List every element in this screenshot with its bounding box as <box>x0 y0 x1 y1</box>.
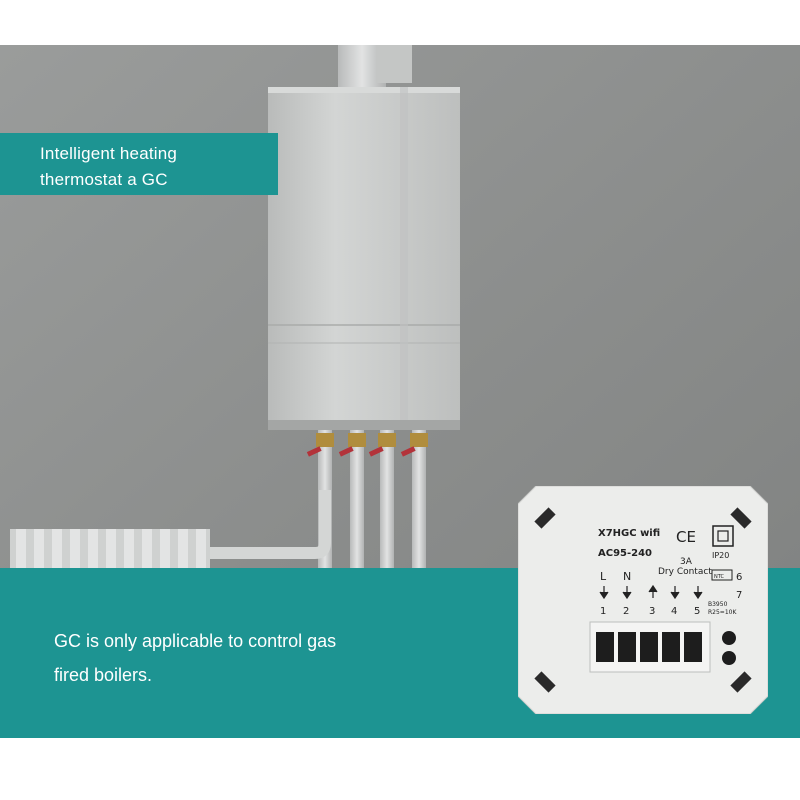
sensor-b-label: B3950 <box>708 601 728 608</box>
terminal-6-label: 6 <box>736 572 742 583</box>
arrow-down-icon <box>670 586 680 600</box>
gas-boiler <box>268 87 460 430</box>
headline-text: Intelligent heating thermostat a GC <box>40 141 177 193</box>
headline-banner: Intelligent heating thermostat a GC <box>0 133 278 195</box>
mount-clip-icon <box>534 671 556 693</box>
thermostat-module: X7HGC wifi AC95-240 CE IP20 3A Dry Conta… <box>517 485 769 715</box>
ip-rating-label: IP20 <box>712 551 729 560</box>
headline-line-2: thermostat a GC <box>40 170 168 189</box>
terminal-7-label: 7 <box>736 590 742 601</box>
voltage-label: AC95-240 <box>598 548 652 559</box>
terminal-4-label: 4 <box>671 606 677 617</box>
headline-line-1: Intelligent heating <box>40 144 178 163</box>
sensor-terminal <box>722 651 736 665</box>
ce-mark-icon: CE <box>676 528 696 546</box>
terminal-5-label: 5 <box>694 606 700 617</box>
arrow-down-icon <box>622 586 632 600</box>
double-insulation-icon <box>712 525 734 547</box>
dry-contact-label: Dry Contact <box>658 567 712 577</box>
terminal-block <box>589 621 736 673</box>
model-label: X7HGC wifi <box>598 528 660 539</box>
arrow-down-icon <box>693 586 703 600</box>
terminal-1-label: 1 <box>600 606 606 617</box>
note-line-1: GC is only applicable to control gas <box>54 631 337 651</box>
current-label: 3A <box>680 557 693 567</box>
note-text: GC is only applicable to control gas fir… <box>54 624 474 692</box>
terminal-2-label: 2 <box>623 606 629 617</box>
terminal-l-label: L <box>600 570 607 583</box>
ntc-sensor-icon <box>711 569 733 581</box>
terminal-n-label: N <box>623 570 631 583</box>
arrow-down-icon <box>599 586 609 600</box>
terminal-3-label: 3 <box>649 606 655 617</box>
ntc-label: NTC <box>714 574 725 580</box>
mount-clip-icon <box>730 507 752 529</box>
sensor-terminal <box>722 631 736 645</box>
sensor-r-label: R25=10K <box>708 609 737 616</box>
mount-clip-icon <box>730 671 752 693</box>
arrow-up-icon <box>648 584 658 598</box>
mount-clip-icon <box>534 507 556 529</box>
note-line-2: fired boilers. <box>54 665 153 685</box>
